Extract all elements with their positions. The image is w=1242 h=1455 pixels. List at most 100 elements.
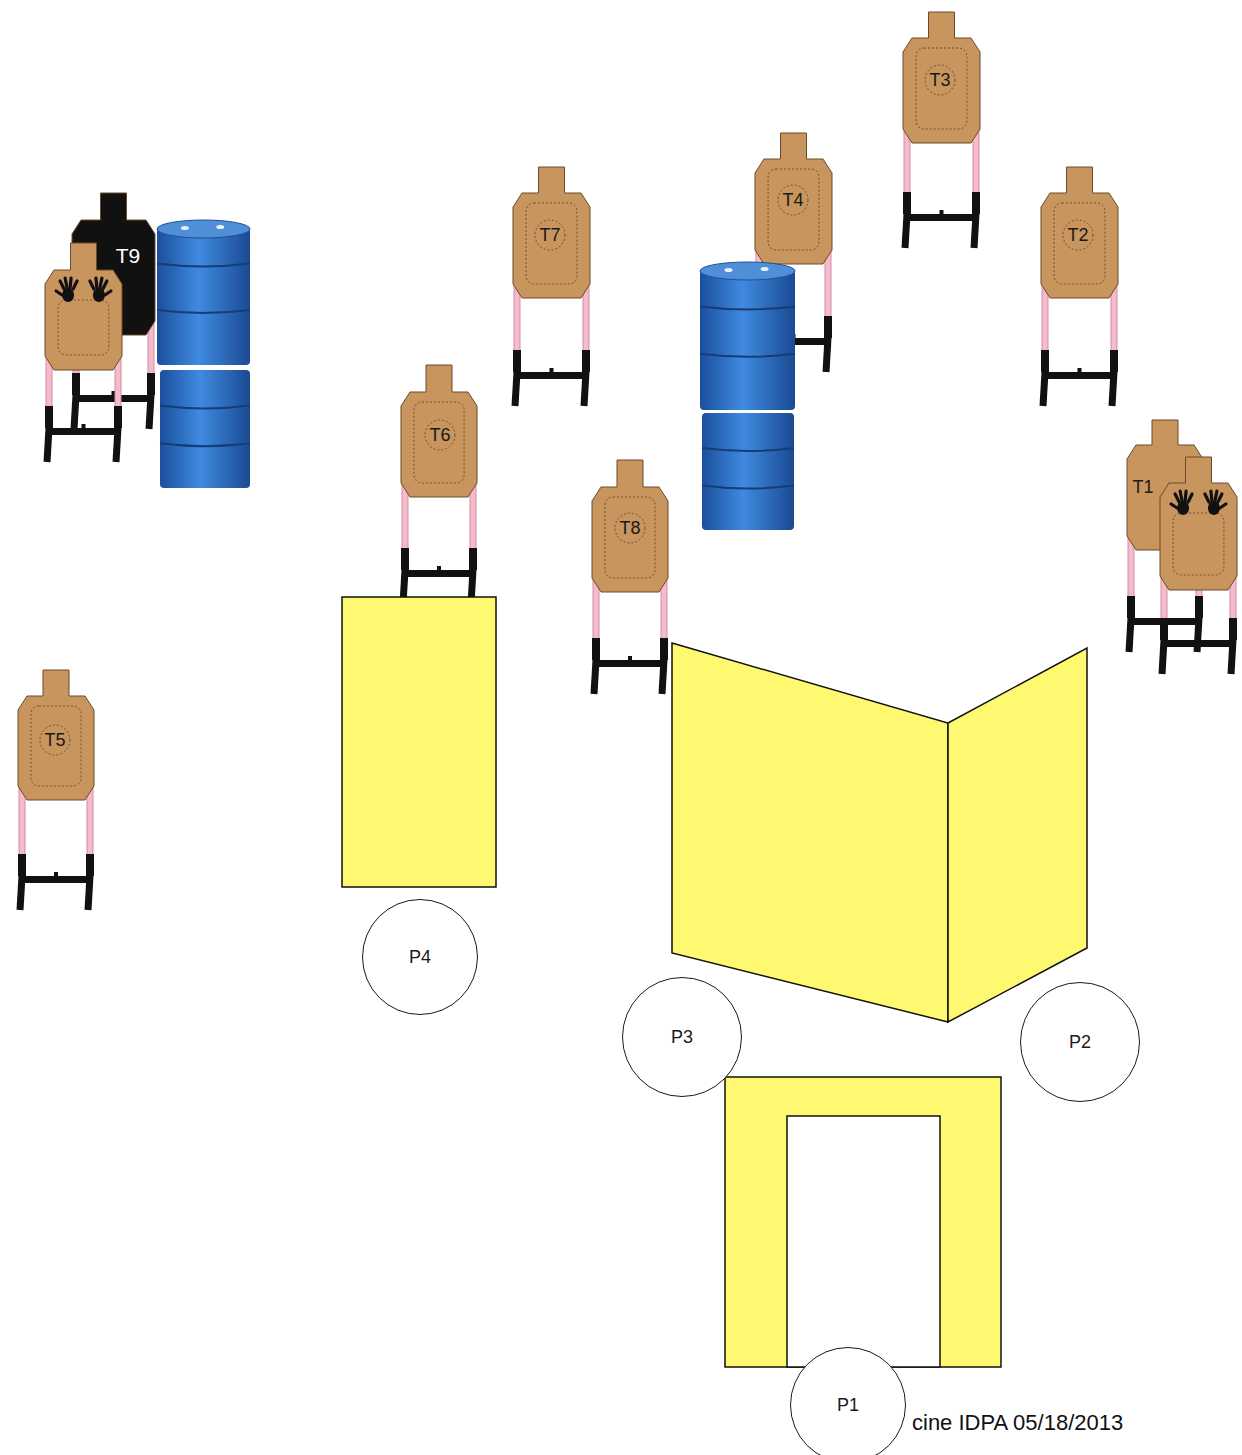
hand-symbol (1205, 491, 1226, 515)
stand-foot (1231, 640, 1233, 674)
start-position: P2 (1020, 982, 1140, 1102)
stand-post (469, 548, 477, 570)
stand-leg (115, 315, 121, 428)
stand-post (660, 638, 668, 660)
target-body (592, 460, 668, 592)
target-body (1041, 167, 1118, 298)
target-outline (72, 193, 155, 335)
position-label: P4 (409, 948, 431, 966)
start-position: P4 (362, 899, 478, 1015)
barrel (157, 220, 250, 365)
door-frame (725, 1077, 1001, 1367)
scoring-zone (31, 706, 81, 786)
barrel (702, 413, 794, 530)
stand-post (45, 406, 53, 428)
target-silhouette: T4 (755, 133, 832, 264)
scoring-zone (535, 220, 565, 250)
stand-post (1229, 618, 1237, 640)
target-number: T9 (116, 245, 141, 266)
hand-symbol (1171, 491, 1192, 515)
target-silhouette: T3 (903, 12, 980, 143)
stand-post (114, 406, 122, 428)
start-position: P1 (790, 1347, 906, 1455)
stand-post (72, 373, 80, 395)
stand-leg (1230, 535, 1236, 640)
target-number: T7 (539, 226, 560, 244)
target-silhouette: T8 (592, 460, 668, 592)
hand-symbol (90, 278, 111, 302)
stand-post (1041, 350, 1049, 372)
stand-crossbar (1161, 640, 1236, 647)
wall-panel (948, 648, 1087, 1022)
stand-post (582, 350, 590, 372)
stand-foot (47, 428, 49, 462)
no-shoot-targets (45, 243, 1237, 674)
no-shoot-target (1160, 457, 1237, 590)
scoring-zone (916, 48, 967, 129)
stand-tick (792, 334, 796, 340)
stand-post (1110, 350, 1118, 372)
stand-post (513, 350, 521, 372)
stand-post (755, 316, 763, 338)
scoring-zone (414, 402, 464, 483)
target-body (18, 670, 94, 800)
wall-panel (342, 597, 496, 887)
scoring-zone (40, 725, 70, 755)
position-label: P2 (1069, 1033, 1091, 1051)
start-position: P3 (622, 977, 742, 1097)
target-body (401, 365, 477, 497)
target-number: T4 (782, 191, 803, 209)
stand-tick (1163, 614, 1167, 620)
target-silhouette: T2 (1041, 167, 1118, 298)
wall-panel (672, 643, 948, 1022)
hand-symbol (56, 278, 77, 302)
target-body (513, 167, 590, 298)
stand-post (86, 854, 94, 876)
stand-tick (940, 210, 944, 216)
stand-post (824, 316, 832, 338)
scoring-zone (526, 203, 577, 284)
stand-leg (46, 315, 52, 428)
stand-tick (628, 656, 632, 662)
target-number: T3 (929, 71, 950, 89)
stand-post (18, 854, 26, 876)
scoring-zone (1063, 220, 1093, 250)
barrel (700, 262, 795, 410)
target-body (1127, 420, 1203, 550)
scoring-zone (1054, 203, 1105, 284)
stand-leg (1161, 535, 1167, 640)
stand-post (1127, 596, 1135, 618)
walls (342, 597, 1087, 1367)
scoring-zone (925, 65, 955, 95)
target-number: T5 (44, 731, 65, 749)
scoring-zone (778, 185, 808, 215)
target-number: T1 (1132, 478, 1153, 496)
target-silhouette: T6 (401, 365, 477, 497)
target-silhouette: T7 (513, 167, 590, 298)
stand-tick (550, 368, 554, 374)
scoring-zone (605, 497, 655, 578)
no-shoot-target (45, 243, 122, 370)
stand-post (401, 548, 409, 570)
stand-post (147, 373, 155, 395)
target-body (755, 133, 832, 264)
barrels (157, 220, 795, 530)
stand-crossbar (46, 428, 121, 435)
stand-tick (1078, 368, 1082, 374)
target-body (903, 12, 980, 143)
position-label: P3 (671, 1028, 693, 1046)
scoring-zone (768, 169, 819, 250)
target-silhouette: T5 (18, 670, 94, 800)
scoring-zone (615, 513, 645, 543)
stand-post (1160, 618, 1168, 640)
credit-note: cine IDPA 05/18/2013 (912, 1411, 1123, 1435)
target-number: T6 (429, 426, 450, 444)
target-silhouette: T1 (1127, 420, 1203, 550)
target-body (72, 193, 155, 335)
door-opening (787, 1116, 940, 1367)
target-number: T2 (1067, 226, 1088, 244)
stand-post (592, 638, 600, 660)
stand-tick (1197, 636, 1201, 642)
